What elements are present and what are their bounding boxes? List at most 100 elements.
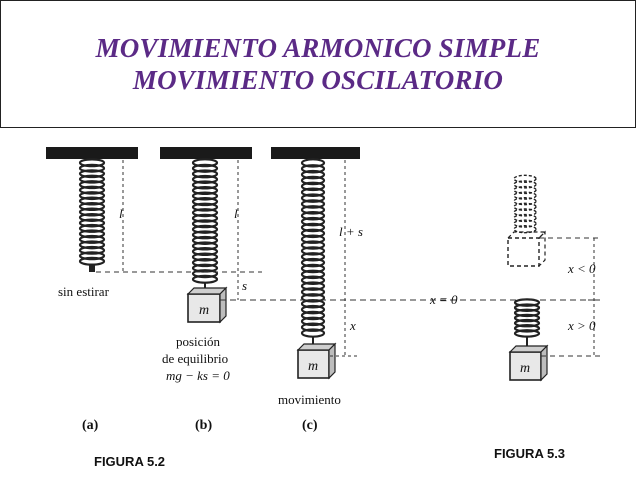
spring-coil xyxy=(300,246,326,256)
spring-coil xyxy=(513,174,537,183)
spring-coil xyxy=(78,229,106,239)
spring-coil xyxy=(300,293,326,303)
mass-fig53: m xyxy=(508,344,549,382)
mass-c-label: m xyxy=(308,359,318,374)
spring-coil xyxy=(513,197,537,206)
spring-coil xyxy=(513,308,541,318)
spring-coil xyxy=(300,205,326,215)
spring-coil xyxy=(78,256,106,266)
title-line-2: MOVIMIENTO OSCILATORIO xyxy=(132,65,504,95)
spring-coil xyxy=(300,234,326,244)
ceiling-c xyxy=(271,147,360,159)
fig53-above-label: x < 0 xyxy=(567,261,596,276)
spring-coil xyxy=(300,222,326,233)
ceiling-b xyxy=(160,147,252,159)
spring-coil xyxy=(78,169,106,179)
spring-fig53-ghost xyxy=(513,174,537,234)
spring-coil xyxy=(513,191,537,200)
spring-coil xyxy=(191,235,219,245)
label-c-line-1: movimiento xyxy=(278,392,341,407)
spring-coil xyxy=(300,187,326,198)
spring-coil xyxy=(300,164,326,174)
title-line-1: MOVIMIENTO ARMONICO SIMPLE xyxy=(95,33,541,63)
spring-coil xyxy=(513,219,537,228)
spring-coil xyxy=(78,191,106,201)
spring-coil xyxy=(300,175,326,186)
tag-a: (a) xyxy=(82,418,99,433)
spring-b xyxy=(191,158,219,284)
spring-coil xyxy=(191,274,219,284)
dimension-c xyxy=(220,160,590,357)
spring-coil xyxy=(191,202,219,212)
label-b-line-1: posición xyxy=(176,334,221,349)
spring-coil xyxy=(78,218,106,228)
spring-coil xyxy=(300,287,326,297)
spring-coil xyxy=(191,163,219,173)
spring-coil xyxy=(513,318,541,328)
spring-coil xyxy=(513,213,537,223)
mass-b-label: m xyxy=(199,303,209,318)
spring-coil xyxy=(300,240,326,250)
spring-coil xyxy=(513,180,537,189)
fig53-axis xyxy=(539,237,600,357)
spring-coil xyxy=(191,158,219,168)
spring-coil xyxy=(300,275,326,286)
mass-b: m xyxy=(186,286,228,324)
caption-fig-5-3: FIGURA 5.3 xyxy=(494,446,565,461)
label-b-line-2: de equilibrio xyxy=(162,351,228,366)
spring-coil xyxy=(513,202,537,211)
spring-coil xyxy=(513,208,537,217)
spring-c xyxy=(300,158,326,338)
spring-coil xyxy=(78,223,106,233)
spring-coil xyxy=(191,197,219,207)
spring-coil xyxy=(191,208,219,218)
mass-fig53-label: m xyxy=(520,361,530,376)
spring-coil xyxy=(191,213,219,223)
spring-a xyxy=(78,158,106,266)
tag-c: (c) xyxy=(302,418,318,433)
length-label-c: l + s xyxy=(339,224,363,239)
spring-coil xyxy=(191,180,219,190)
stretch-label-b: s xyxy=(242,278,247,293)
label-a-line-1: sin estirar xyxy=(58,284,110,299)
spring-coil xyxy=(78,185,106,195)
spring-coil xyxy=(78,234,106,244)
title-box: MOVIMIENTO ARMONICO SIMPLE MOVIMIENTO OS… xyxy=(0,0,636,128)
spring-coil xyxy=(300,252,326,262)
spring-coil xyxy=(78,251,106,261)
spring-coil xyxy=(78,207,106,217)
spring-coil xyxy=(300,210,326,221)
spring-coil xyxy=(78,174,106,184)
spring-coil xyxy=(191,219,219,229)
spring-coil xyxy=(513,329,541,338)
label-b-line-3: mg − ks = 0 xyxy=(166,368,230,383)
spring-coil xyxy=(300,199,326,209)
dimension-a-l xyxy=(96,160,262,273)
spring-coil xyxy=(300,281,326,291)
spring-coil xyxy=(300,257,326,268)
fig53-below-label: x > 0 xyxy=(567,318,596,333)
spring-coil xyxy=(191,191,219,201)
length-label-a: l xyxy=(119,206,123,221)
spring-coil xyxy=(300,269,326,280)
length-label-b: l xyxy=(234,206,238,221)
spring-coil xyxy=(513,323,541,333)
spring-coil xyxy=(191,185,219,196)
spring-coil xyxy=(300,304,326,315)
caption-fig-5-2: FIGURA 5.2 xyxy=(94,454,165,469)
spring-coil xyxy=(191,169,219,179)
spring-coil xyxy=(191,252,219,262)
spring-fig53 xyxy=(513,298,541,338)
ceiling-a xyxy=(46,147,138,159)
spring-coil xyxy=(191,224,219,234)
displacement-label-c: x xyxy=(349,318,356,333)
spring-coil xyxy=(78,202,106,212)
spring-coil xyxy=(300,316,326,327)
spring-coil xyxy=(300,328,326,338)
spring-coil xyxy=(78,180,106,190)
spring-coil xyxy=(513,298,541,307)
spring-coil xyxy=(300,193,326,203)
fig53-equilibrium-label: x = 0 xyxy=(429,292,458,307)
spring-coil xyxy=(78,212,106,222)
